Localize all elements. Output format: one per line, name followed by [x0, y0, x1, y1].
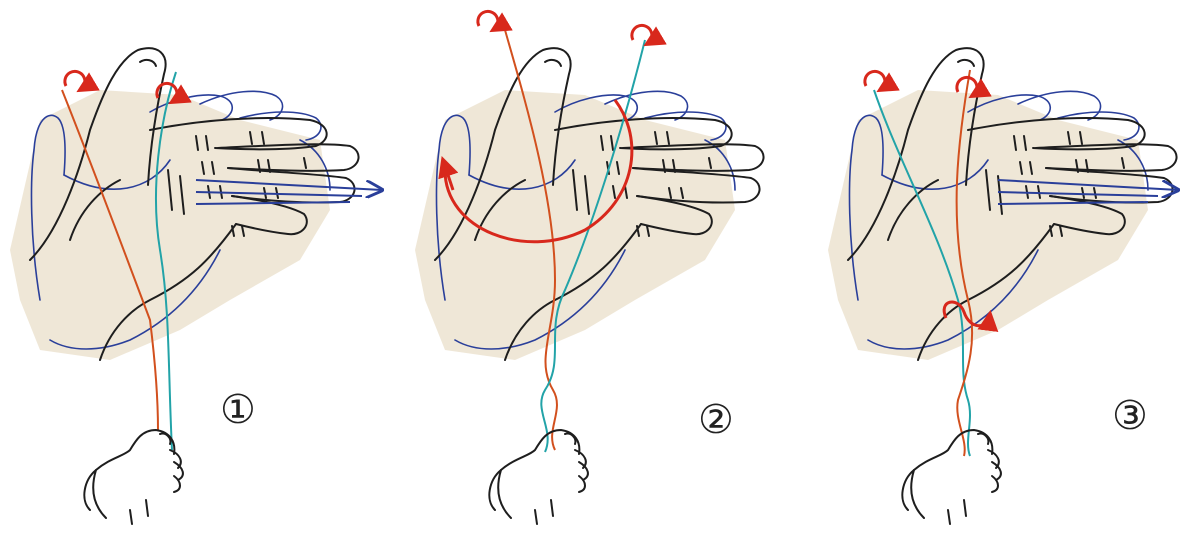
step-1-number: ①	[220, 390, 256, 430]
step-2-number: ②	[698, 400, 734, 440]
step-3-number: ③	[1112, 396, 1148, 436]
step-1-diagram	[10, 48, 382, 524]
step-3-diagram	[828, 48, 1178, 524]
step-2-diagram	[415, 11, 764, 524]
